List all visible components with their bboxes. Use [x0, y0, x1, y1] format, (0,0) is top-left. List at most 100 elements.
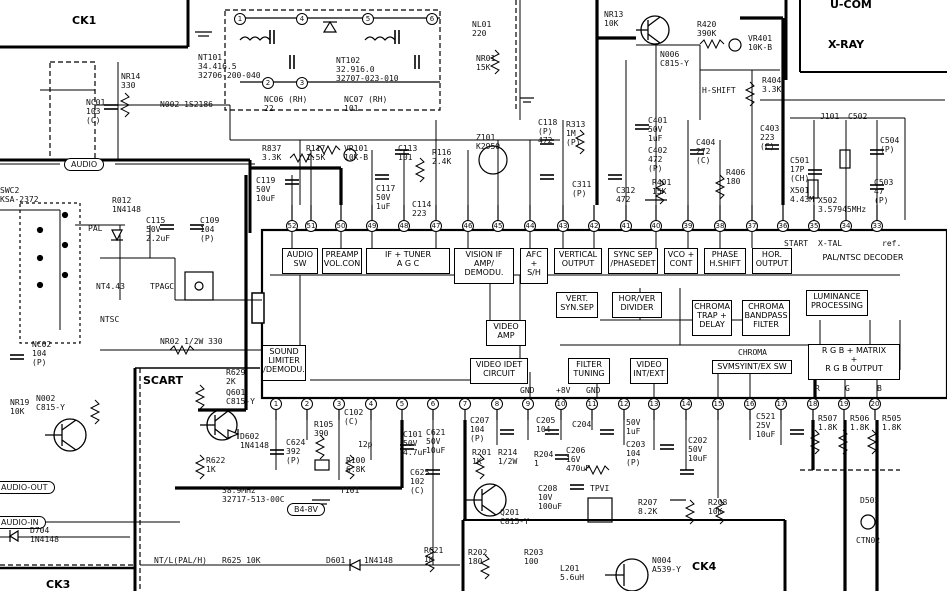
- pin-15: 15: [712, 398, 724, 410]
- n002-diode-label: N002 1S2186: [160, 100, 213, 109]
- r203-label: R203 100: [524, 548, 544, 566]
- tpagc-label: TPAGC: [150, 282, 175, 291]
- r629-label: R629 2K: [226, 368, 246, 386]
- c101-label: C101 50V 4.7uF: [403, 430, 428, 457]
- hor-ver-divider-block: HOR/VER DIVIDER: [612, 292, 662, 318]
- c503-label: C503 47 (P): [874, 178, 894, 205]
- pal-label: PAL: [88, 224, 103, 233]
- nr02-label: NR02 1/2W 330: [160, 337, 223, 346]
- r207-label: R207 8.2K: [638, 498, 658, 516]
- r622-label: R622 1K: [206, 456, 226, 474]
- filter-tuning-block: FILTER TUNING: [568, 358, 610, 384]
- l201-label: L201 5.6uH: [560, 564, 585, 582]
- r401-label: R401 15K: [652, 178, 672, 196]
- pin-13: 13: [648, 398, 660, 410]
- pin-9: 9: [522, 398, 534, 410]
- c312-label: C312 472: [616, 186, 636, 204]
- pal-ntsc-decoder-label: PAL/NTSC DECODER: [804, 252, 922, 270]
- preamp-block: PREAMP VOL.CON: [322, 248, 362, 274]
- sound-limiter-block: SOUND LIMITER /DEMODU.: [262, 345, 306, 381]
- j101-label: J101: [820, 112, 840, 121]
- c206-label: C206 16V 470uF: [566, 446, 591, 473]
- b-out-label: B: [877, 384, 882, 393]
- xtal-label: X-TAL: [818, 239, 843, 248]
- c625-label: C625 102 (C): [410, 468, 430, 495]
- scart-label: SCART: [143, 374, 183, 387]
- c504-label: C504 (P): [880, 136, 900, 154]
- c202-label: C202 50V 10uF: [688, 436, 708, 463]
- nr19-label: NR19 10K: [10, 398, 30, 416]
- nr14-label: NR14 330: [121, 72, 141, 90]
- d704-label: D704 1N4148: [30, 526, 59, 544]
- video-int-ext-block: VIDEO INT/EXT: [630, 358, 668, 384]
- c311-label: C311 (P): [572, 180, 592, 198]
- r406-label: R406 180: [726, 168, 746, 186]
- chroma-bandpass-block: CHROMA BANDPASS FILTER: [742, 300, 790, 336]
- pin-39: 39: [682, 220, 694, 232]
- r625-label: R625 10K: [222, 556, 261, 565]
- c624-label: C624 392 (P): [286, 438, 306, 465]
- pin-8: 8: [491, 398, 503, 410]
- c109-label: C109 104 (P): [200, 216, 220, 243]
- c-50v-1uf-label: 50V 1uF: [626, 418, 641, 436]
- rgb-matrix-block: R G B + MATRIX + R G B OUTPUT: [808, 344, 900, 380]
- pin-51: 51: [305, 220, 317, 232]
- pin-14: 14: [680, 398, 692, 410]
- c113-label: C113 101: [398, 144, 418, 162]
- ref-label: ref.: [882, 239, 902, 248]
- x502-label: X502 3.57945MHz: [818, 196, 867, 214]
- pin-46: 46: [462, 220, 474, 232]
- h-shift-label: H-SHIFT: [702, 86, 736, 95]
- nt102-label: NT102 32.916.0 32707-023-010: [336, 56, 399, 83]
- nt101-label: NT101 34.416.5 32706-200-040: [198, 53, 261, 80]
- swc2-label: SWC2 KSA-2372: [0, 186, 39, 204]
- r208-label: R208 10K: [708, 498, 728, 516]
- n004-label: N004 A539-Y: [652, 556, 681, 574]
- video-ident-block: VIDEO IDET CIRCUIT: [470, 358, 528, 384]
- c521-label: C521 25V 10uF: [756, 412, 776, 439]
- pin-45: 45: [492, 220, 504, 232]
- r837-label: R837 3.3K: [262, 144, 282, 162]
- pin-6: 6: [427, 398, 439, 410]
- pin-5: 5: [396, 398, 408, 410]
- vision-if-block: VISION IF AMP/ DEMODU.: [454, 248, 514, 284]
- vr401-label: VR401 10K-B: [748, 34, 773, 52]
- c115-label: C115 50V 2.2uF: [146, 216, 171, 243]
- r214-label: R214 1/2W: [498, 448, 518, 466]
- c102-label: C102 (C): [344, 408, 364, 426]
- pin-4: 4: [365, 398, 377, 410]
- c402-label: C402 472 (P): [648, 146, 668, 173]
- vert-syn-sep-block: VERT. SYN.SEP: [556, 292, 598, 318]
- c203-label: C203 104 (P): [626, 440, 646, 467]
- nt101-pin-4: 4: [296, 13, 308, 25]
- pin-2: 2: [301, 398, 313, 410]
- r507-label: R507 1.8K: [818, 414, 838, 432]
- pin-41: 41: [620, 220, 632, 232]
- x501-label: X501 4.43M: [790, 186, 815, 204]
- r420-label: R420 390K: [697, 20, 717, 38]
- gnd-label-1: GND: [520, 386, 535, 395]
- pin-52: 52: [286, 220, 298, 232]
- pin-43: 43: [557, 220, 569, 232]
- nc02-label: NC02 104 (P): [32, 340, 52, 367]
- pin-1: 1: [270, 398, 282, 410]
- pin-48: 48: [398, 220, 410, 232]
- r100-label: R100 6.8K: [346, 456, 366, 474]
- c621-label: C621 50V 10uF: [426, 428, 446, 455]
- nt101-pin-2: 2: [262, 77, 274, 89]
- hor-output-block: HOR. OUTPUT: [752, 248, 792, 274]
- r202-label: R202 180: [468, 548, 488, 566]
- pin-7: 7: [459, 398, 471, 410]
- pin-35: 35: [808, 220, 820, 232]
- d601-part-label: 1N4148: [364, 556, 393, 565]
- afc-block: AFC + S/H: [520, 248, 548, 284]
- ntsc-label: NTSC: [100, 315, 120, 324]
- pin-42: 42: [588, 220, 600, 232]
- svm-sw-block: SVMSYINT/EX SW: [712, 360, 792, 374]
- r204-label: R204 1: [534, 450, 554, 468]
- ck4-label: CK4: [692, 560, 717, 573]
- nt101-pin-3: 3: [296, 77, 308, 89]
- pin-49: 49: [366, 220, 378, 232]
- chroma-trap-block: CHROMA TRAP + DELAY: [692, 300, 732, 336]
